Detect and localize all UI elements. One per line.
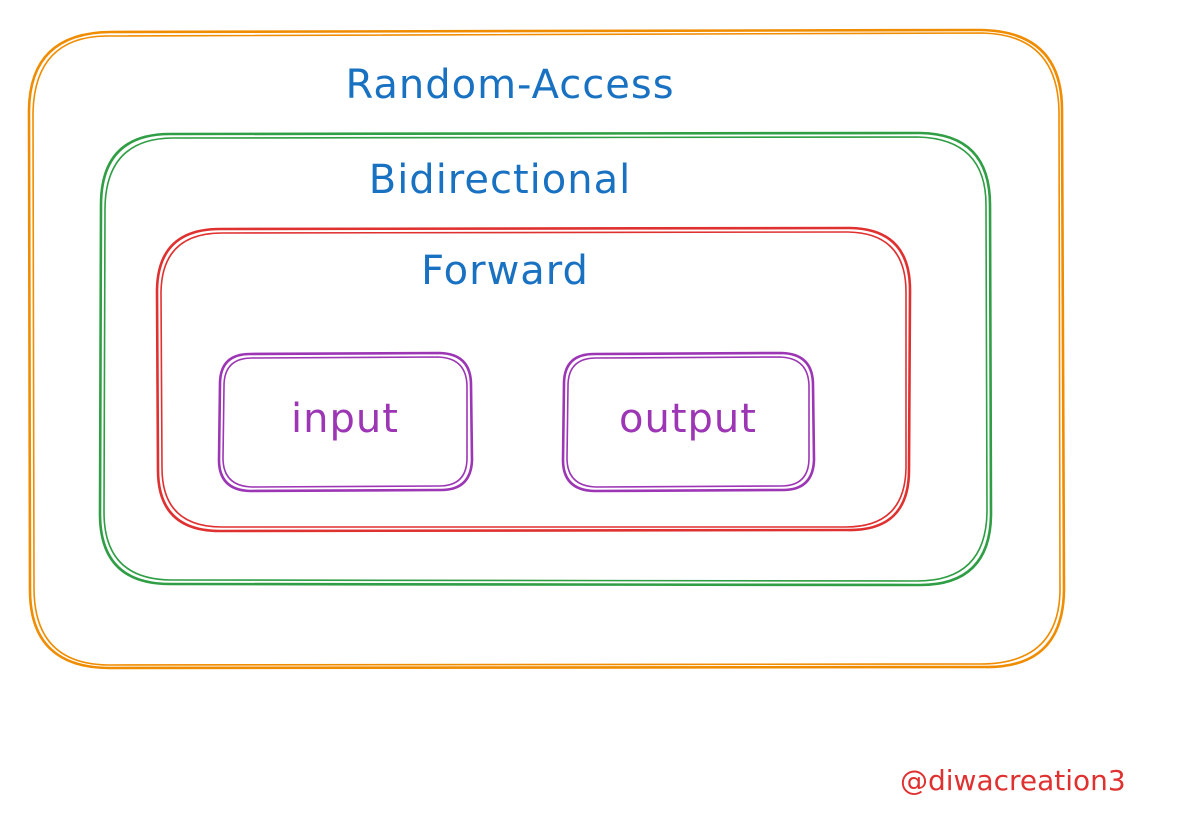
output-box-stroke-2	[566, 356, 810, 488]
forward-box	[155, 226, 912, 533]
random-access-box	[27, 28, 1066, 670]
output-label: output	[619, 396, 757, 442]
bidirectional-box	[98, 131, 993, 587]
forward-box-stroke	[155, 226, 912, 533]
input-label: input	[291, 396, 399, 442]
forward-box-stroke-2	[160, 231, 907, 528]
bidirectional-label: Bidirectional	[368, 157, 632, 203]
random-access-box-stroke-2	[32, 32, 1061, 666]
output-box	[561, 351, 816, 493]
bidirectional-box-stroke	[98, 131, 993, 587]
credit-text: @diwacreation3	[900, 764, 1126, 797]
output-box-stroke	[561, 351, 816, 493]
random-access-label: Random-Access	[345, 62, 675, 108]
bidirectional-box-stroke-2	[103, 136, 988, 582]
input-box-stroke	[217, 351, 474, 493]
forward-label: Forward	[421, 248, 589, 294]
input-box	[217, 351, 474, 493]
random-access-box-stroke	[27, 28, 1066, 670]
input-box-stroke-2	[222, 356, 468, 488]
